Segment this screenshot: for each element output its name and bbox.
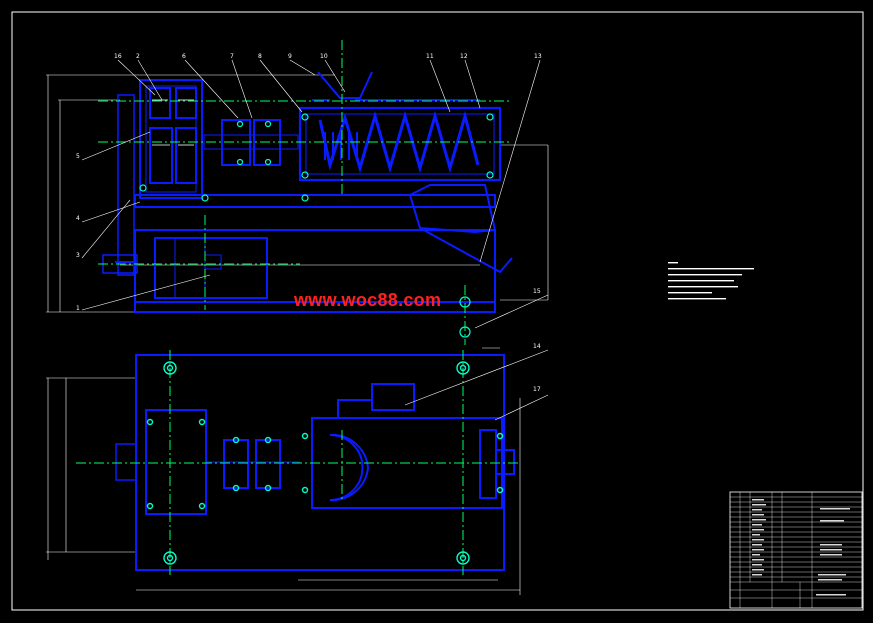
- bolt-icon: [146, 361, 504, 565]
- notes-lines: [668, 262, 754, 300]
- balloon-9: 9: [288, 53, 292, 60]
- motor-icon: [102, 237, 268, 299]
- balloon-1: 1: [76, 305, 80, 312]
- balloon-16: 16: [114, 53, 122, 60]
- balloon-13: 13: [534, 53, 542, 60]
- leader-lines: [81, 59, 549, 421]
- balloon-5: 5: [76, 153, 80, 160]
- coupling-plan: [206, 439, 300, 489]
- front-dimensions: [46, 74, 549, 349]
- balloon-11: 11: [426, 53, 434, 60]
- sheet-border: [11, 11, 864, 611]
- front-view: [46, 40, 549, 349]
- balloon-7: 7: [230, 53, 234, 60]
- title-block: [729, 491, 863, 609]
- gear-icon: [149, 87, 197, 184]
- plan-view: [46, 350, 521, 595]
- screw-conveyor-icon: [298, 106, 502, 182]
- site-watermark: www.woc88.com: [294, 290, 442, 310]
- discharge-chute: [408, 184, 513, 274]
- balloon-17: 17: [533, 386, 541, 393]
- bolt-icon: [139, 113, 494, 338]
- balloon-2: 2: [136, 53, 140, 60]
- motor-plan: [115, 409, 207, 515]
- front-centerlines: [98, 40, 510, 345]
- balloon-15: 15: [533, 288, 541, 295]
- plan-centerlines: [76, 350, 520, 575]
- technical-notes: [668, 262, 758, 306]
- balloon-3: 3: [76, 252, 80, 259]
- balloon-6: 6: [182, 53, 186, 60]
- plan-dimensions: [46, 377, 521, 595]
- balloon-10: 10: [320, 53, 328, 60]
- frame-base: [115, 194, 496, 313]
- gearbox-housing: [117, 79, 203, 276]
- balloon-14: 14: [533, 343, 541, 350]
- balloon-12: 12: [460, 53, 468, 60]
- part-balloons: 16 2 6 7 8 9 10 11 12 13 5 4 3 1 15 14 1…: [76, 53, 542, 393]
- balloon-4: 4: [76, 215, 80, 222]
- hopper-icon: [312, 71, 480, 101]
- balloon-8: 8: [258, 53, 262, 60]
